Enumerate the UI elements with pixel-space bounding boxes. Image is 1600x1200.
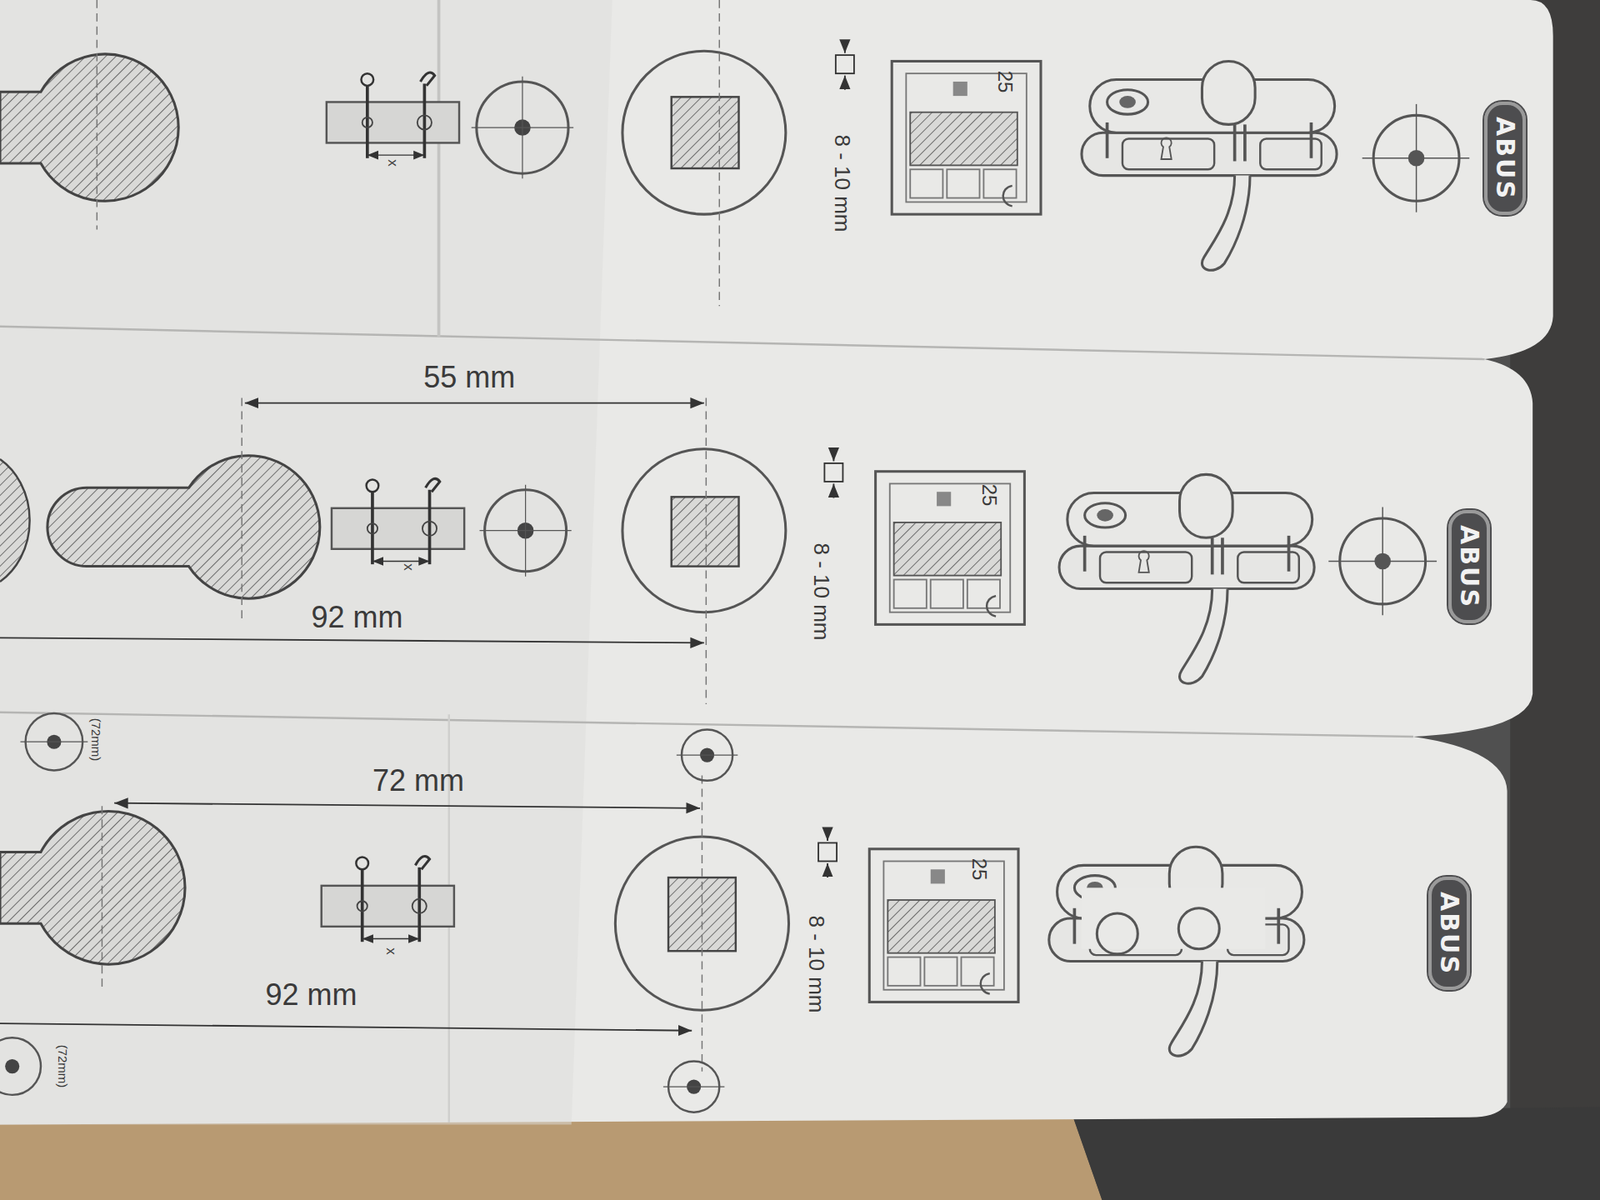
dimension-label: 55 mm: [423, 362, 515, 393]
logo-text: ABUS: [1492, 116, 1518, 200]
logo-text: ABUS: [1456, 525, 1482, 609]
note-label: x: [385, 160, 400, 168]
note-label: (72mm): [90, 718, 104, 762]
note-label: 8 - 10 mm: [810, 543, 833, 641]
dimension-label: 92 mm: [265, 980, 357, 1010]
dimension-label: 92 mm: [311, 602, 404, 633]
logo-badge: ABUS: [1428, 876, 1470, 990]
note-label: 25: [995, 70, 1015, 94]
logo-text: ABUS: [1436, 891, 1462, 975]
note-label: (72mm): [56, 1045, 70, 1089]
note-label: x: [383, 947, 398, 955]
note-label: 8 - 10 mm: [830, 135, 853, 233]
note-label: 8 - 10 mm: [805, 915, 828, 1014]
logo-badge: ABUS: [1448, 510, 1490, 624]
logo-badge: ABUS: [1484, 101, 1526, 215]
note-label: x: [400, 564, 415, 572]
note-label: 25: [970, 858, 990, 881]
dimension-label: 72 mm: [372, 765, 465, 796]
note-label: 25: [980, 484, 1000, 507]
